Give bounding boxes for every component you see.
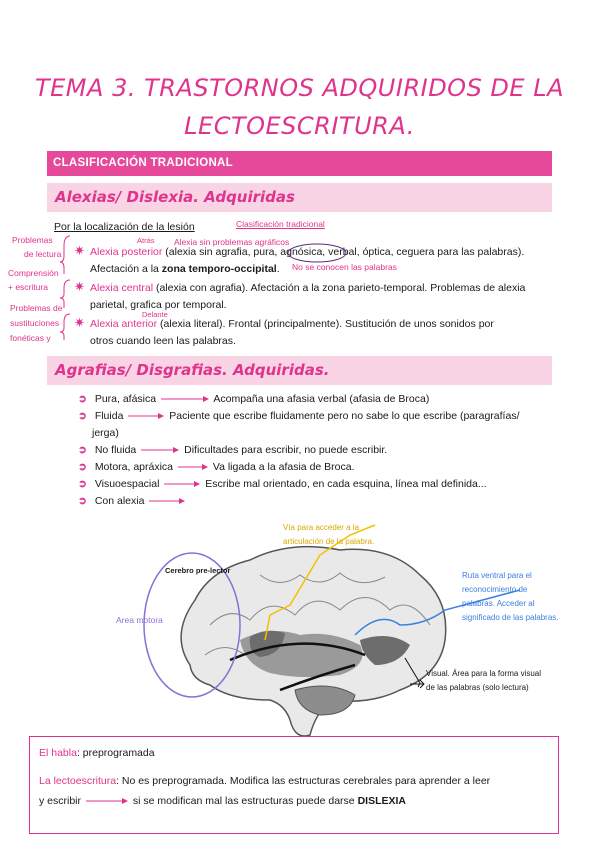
star-bullet-icon: ✷: [74, 243, 85, 258]
arrow-bullet-icon: ➲: [78, 444, 87, 456]
lectoescritura-line2: y escribir si se modifican mal las estru…: [39, 795, 406, 807]
delante-note: Delante: [142, 310, 168, 319]
brain-diagram: [143, 524, 521, 737]
page-title-line1: TEMA 3. TRASTORNOS ADQUIRIDOS DE LA: [34, 74, 564, 102]
star-bullet-icon: ✷: [74, 279, 85, 294]
area-motora-label: Area motora: [116, 615, 163, 625]
agrafia-item: ➲Con alexia: [78, 493, 187, 510]
arrow-right-icon: [128, 413, 165, 420]
arrow-right-icon: [149, 498, 186, 505]
arrow-bullet-icon: ➲: [78, 478, 87, 490]
agrafia-item: ➲Visuoespacial Escribe mal orientado, en…: [78, 478, 487, 490]
alexia-central-line2: parietal, grafica por temporal.: [90, 299, 227, 311]
no-se-conocen-note: No se conocen las palabras: [292, 262, 397, 272]
arrow-right-icon: [164, 481, 201, 488]
arrow-right-icon: [177, 464, 208, 471]
atras-note: Atrás: [137, 236, 155, 245]
clasificacion-note: Clasificación tradicional: [236, 219, 325, 229]
agrafia-item: ➲No fluida Dificultades para escribir, n…: [78, 444, 388, 456]
alexia-posterior-line1: Alexia posterior (alexia sin agrafia, pu…: [90, 246, 525, 258]
lectoescritura-line1: La lectoescritura: No es preprogramada. …: [39, 775, 491, 787]
side-note-sustituciones: Problemas de sustituciones fonéticas y: [10, 303, 63, 343]
arrow-right-icon: [410, 679, 425, 689]
star-bullet-icon: ✷: [74, 315, 85, 330]
via-acceder-label: Vía para acceder a la articulación de la…: [283, 523, 375, 546]
alexia-anterior-line2: otros cuando leen las palabras.: [90, 335, 236, 347]
page-title-line2: LECTOESCRITURA.: [184, 112, 415, 140]
agrafia-item: ➲Motora, apráxica Va ligada a la afasia …: [78, 461, 355, 473]
arrow-bullet-icon: ➲: [78, 461, 87, 473]
ruta-ventral-label: Ruta ventral para el reconocimiento de p…: [462, 571, 559, 622]
agrafia-item: ➲Pura, afásica Acompaña una afasia verba…: [78, 393, 430, 405]
alexia-posterior-line2: Afectación a la zona temporo-occipital.: [90, 263, 280, 275]
visual-label: Visual. Área para la forma visual de las…: [426, 669, 542, 692]
agrafia-item: ➲Fluida Paciente que escribe fluidamente…: [78, 410, 520, 422]
alexia-central-line1: Alexia central (alexia con agrafia). Afe…: [90, 282, 526, 294]
alexia-sin-agrafia-note: Alexia sin problemas agráficos: [174, 237, 290, 247]
section-band-classification: CLASIFICACIÓN TRADICIONAL: [47, 151, 552, 176]
cerebro-pre-lector-label: Cerebro pre-lector: [165, 566, 231, 575]
side-note-comprension: Comprensión + escritura: [8, 268, 59, 292]
arrow-right-icon: [85, 798, 128, 805]
arrow-right-icon: [161, 396, 210, 403]
alexia-anterior-line1: Alexia anterior (alexia literal). Fronta…: [90, 318, 494, 330]
habla-line: El habla: preprogramada: [39, 747, 155, 759]
summary-box: El habla: preprogramada La lectoescritur…: [29, 736, 559, 834]
localizacion-label: Por la localización de la lesión: [54, 221, 195, 233]
arrow-right-icon: [141, 447, 180, 454]
section-band-alexias: Alexias/ Dislexia. Adquiridas: [47, 183, 552, 212]
section-band-agrafias: Agrafias/ Disgrafias. Adquiridas.: [47, 356, 552, 385]
side-braces: [60, 235, 71, 340]
arrow-bullet-icon: ➲: [78, 393, 87, 405]
agnosica-circle: [287, 243, 347, 263]
side-note-problemas-lectura: Problemas de lectura: [12, 235, 62, 259]
agrafia-fluida-line2: jerga): [92, 427, 119, 439]
arrow-bullet-icon: ➲: [78, 495, 87, 507]
arrow-bullet-icon: ➲: [78, 410, 87, 422]
